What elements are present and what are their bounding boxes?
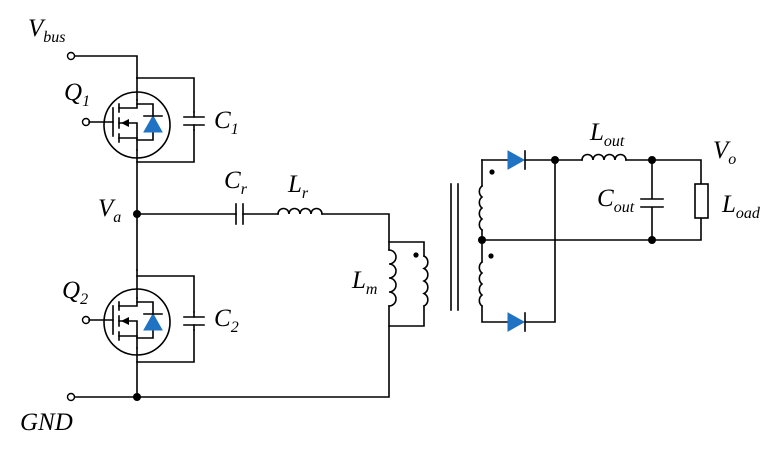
- label-q1: Q1: [64, 79, 90, 110]
- label-lm: Lm: [351, 267, 377, 298]
- q2-mosfet: [88, 288, 171, 356]
- diode-bottom: [507, 312, 526, 332]
- capacitor-c2: [183, 311, 205, 331]
- label-lr: Lr: [287, 171, 309, 202]
- inductor-lout: [581, 153, 627, 161]
- label-c2: C2: [214, 305, 239, 336]
- label-cr: Cr: [224, 167, 248, 198]
- label-cout: Cout: [597, 185, 635, 216]
- transformer-primary: [413, 252, 429, 308]
- inductor-lr: [277, 207, 323, 215]
- label-vbus: Vbus: [28, 15, 66, 46]
- label-gnd: GND: [20, 409, 73, 436]
- label-q2: Q2: [62, 277, 88, 308]
- capacitor-cout: [640, 198, 664, 208]
- label-va: Va: [98, 195, 121, 226]
- capacitor-c1: [183, 111, 205, 131]
- transformer-secondary-bottom: [478, 253, 494, 308]
- transformer-secondary-top: [478, 169, 495, 232]
- junction-dots: [133, 156, 656, 401]
- label-c1: C1: [214, 107, 239, 138]
- diode-top: [507, 150, 526, 170]
- inductor-lm: [388, 249, 397, 307]
- q1-mosfet: [88, 91, 171, 159]
- label-vo: Vo: [713, 137, 736, 168]
- label-lout: Lout: [589, 119, 625, 150]
- wires: [73, 55, 702, 398]
- vbus-terminal: [66, 51, 76, 61]
- label-load: Load: [721, 191, 761, 222]
- load-resistor: [694, 183, 709, 219]
- transformer-core: [450, 183, 459, 311]
- gnd-terminal: [66, 392, 76, 402]
- labels: Vbus Q1 C1 Va Cr Lr Q2 C2 Lm GND Lout Vo…: [20, 15, 761, 436]
- capacitor-cr: [235, 203, 244, 225]
